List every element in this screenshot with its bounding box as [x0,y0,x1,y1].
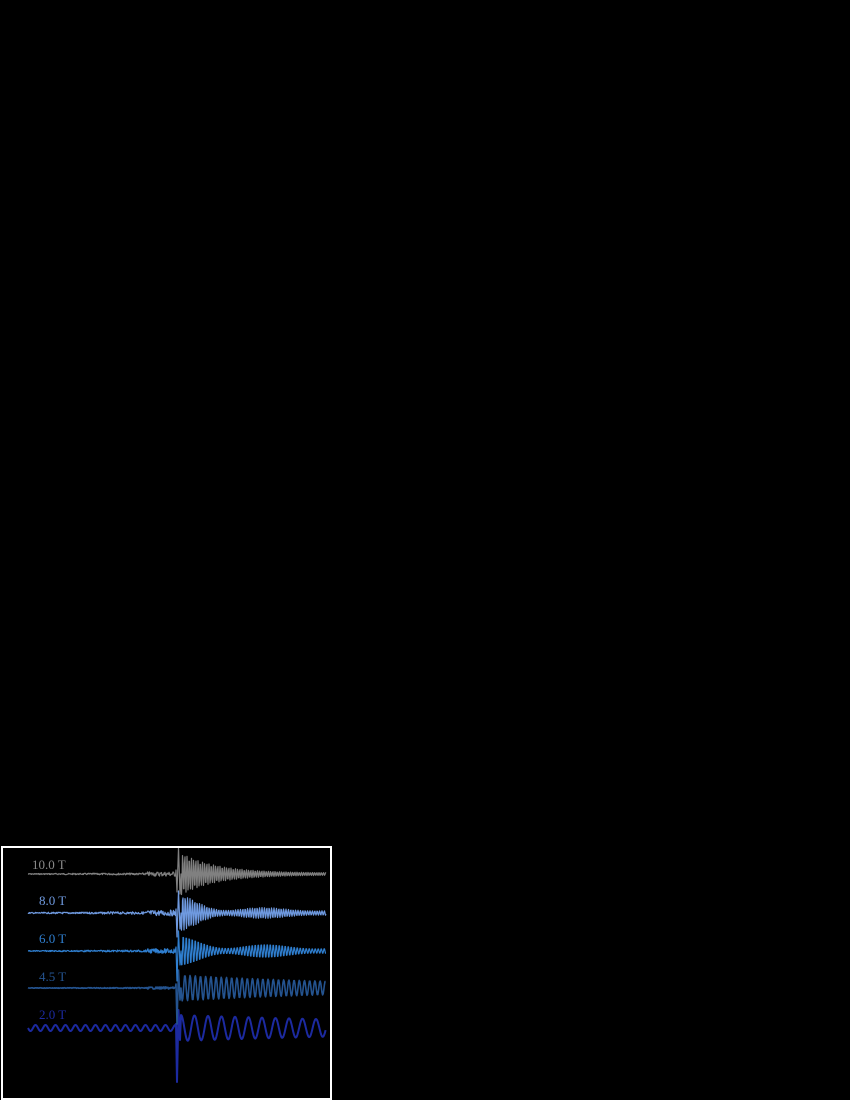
trace-4-5-T [27,969,326,1025]
trace-10-0-T [27,848,327,896]
trace-2-0-T [27,1009,327,1083]
figure-panel: 10.0 T 8.0 T 6.0 T 4.5 T 2.0 T [1,846,332,1100]
trace-6-0-T [27,930,327,982]
label-8T: 8.0 T [39,893,67,908]
waveform-plot [27,848,327,1083]
label-6T: 6.0 T [39,931,67,946]
label-4-5T: 4.5 T [39,969,67,984]
trace-8-0-T [27,890,327,938]
label-2T: 2.0 T [39,1007,67,1022]
label-10T: 10.0 T [32,857,66,872]
